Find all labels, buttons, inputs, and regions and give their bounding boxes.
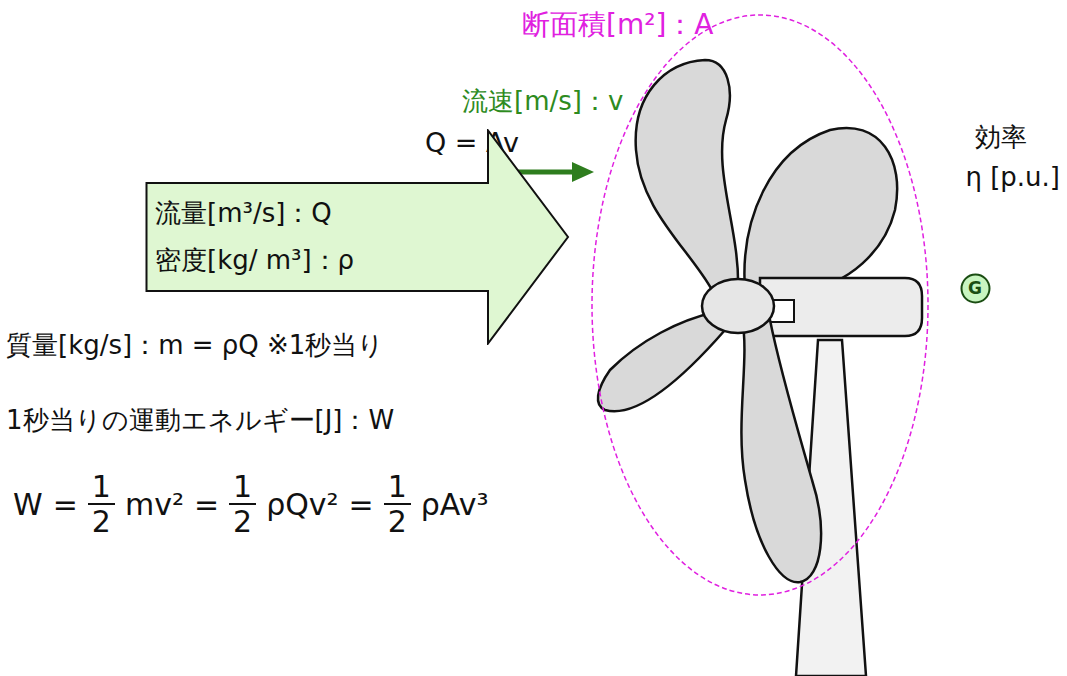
fraction-numerator: 1 xyxy=(229,470,256,503)
formula-term: mv² xyxy=(125,487,184,522)
fraction-denominator: 2 xyxy=(384,503,411,538)
fraction-numerator: 1 xyxy=(384,470,411,503)
blade xyxy=(744,128,897,292)
hub xyxy=(702,279,774,333)
block-arrow-outline xyxy=(147,131,569,344)
blade xyxy=(636,60,738,290)
blade xyxy=(598,312,725,411)
mass-label: 質量[kg/s]：m = ρQ ※1秒当り xyxy=(6,330,384,361)
area-label: 断面積[m²]：A xyxy=(522,8,714,42)
formula-term: ρAv³ xyxy=(421,487,489,522)
energy-formula: W=12mv²=12ρQv²=12ρAv³ xyxy=(8,470,493,538)
generator-outline xyxy=(961,274,989,302)
fraction: 12 xyxy=(229,470,256,538)
fraction: 12 xyxy=(88,470,115,538)
swept-area-outline xyxy=(592,15,928,595)
velocity-label: 流速[m/s]：v xyxy=(462,86,623,117)
blade xyxy=(741,318,821,582)
formula-term: W xyxy=(13,487,43,522)
flow-block-arrow: 流量[m³/s]：Q 密度[kg/ m³]：ρ xyxy=(145,129,570,345)
flow-text: 密度[kg/ m³]：ρ xyxy=(155,245,354,276)
block-arrow-shape xyxy=(145,129,570,345)
flow-text: 流量[m³/s]：Q xyxy=(155,198,332,229)
generator-circle: G xyxy=(960,273,991,304)
efficiency-symbol: η [p.u.] xyxy=(965,162,1060,193)
generator-letter: G xyxy=(968,278,982,298)
fraction: 12 xyxy=(384,470,411,538)
fraction-denominator: 2 xyxy=(229,503,256,538)
formula-term: = xyxy=(194,487,219,522)
formula-term: = xyxy=(349,487,374,522)
velocity-arrowhead xyxy=(572,162,594,182)
formula-term: = xyxy=(53,487,78,522)
fraction-numerator: 1 xyxy=(88,470,115,503)
efficiency-label: 効率 xyxy=(975,122,1027,153)
energy-label: 1秒当りの運動エネルギー[J]：W xyxy=(6,405,394,436)
fraction-denominator: 2 xyxy=(88,503,115,538)
formula-term: ρQv² xyxy=(266,487,338,522)
nacelle xyxy=(760,278,922,336)
